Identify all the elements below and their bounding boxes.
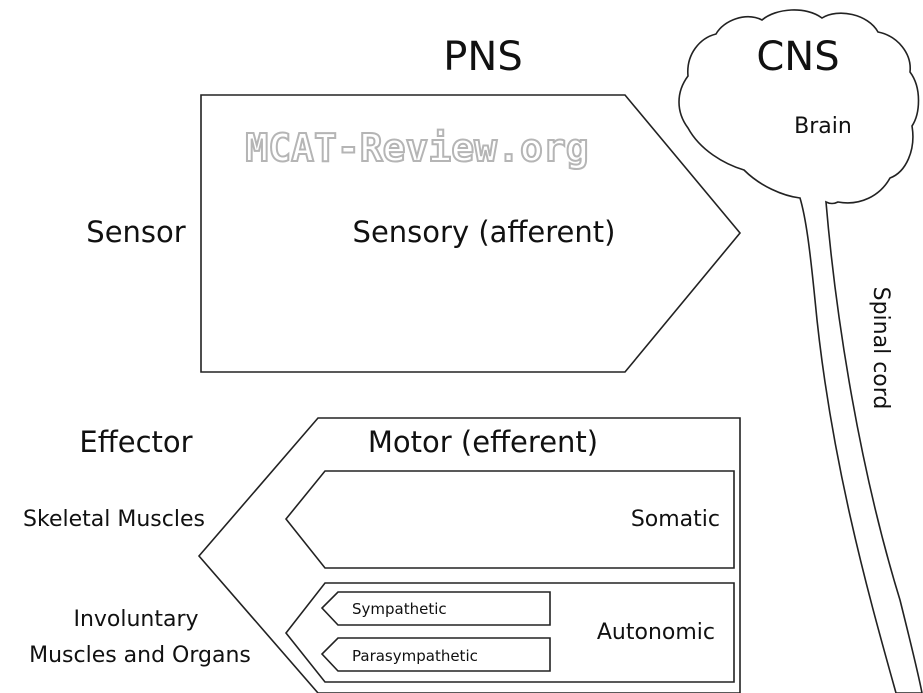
parasympathetic-label: Parasympathetic [352,647,478,665]
muscles-and-organs-label: Muscles and Organs [29,643,251,668]
spinal-cord-label: Spinal cord [868,287,893,410]
sympathetic-label: Sympathetic [352,600,447,618]
somatic-title: Somatic [631,507,720,532]
involuntary-label: Involuntary [73,607,198,632]
cns-heading: CNS [756,34,839,80]
pns-heading: PNS [443,34,522,80]
autonomic-title: Autonomic [597,620,715,645]
sympathetic-branch-arrow [320,591,551,626]
effector-label: Effector [79,425,192,459]
sensor-label: Sensor [86,215,185,249]
skeletal-muscles-label: Skeletal Muscles [23,507,205,532]
brain-and-spinal-cord-outline [678,9,923,693]
sensory-pathway-arrow [200,94,742,373]
sensory-title: Sensory (afferent) [353,215,616,249]
somatic-pathway-arrow [284,470,735,569]
motor-title: Motor (efferent) [368,425,598,459]
brain-label: Brain [794,114,852,139]
watermark-logo: MCAT-Review.org [245,126,588,170]
parasympathetic-branch-arrow [320,637,551,672]
